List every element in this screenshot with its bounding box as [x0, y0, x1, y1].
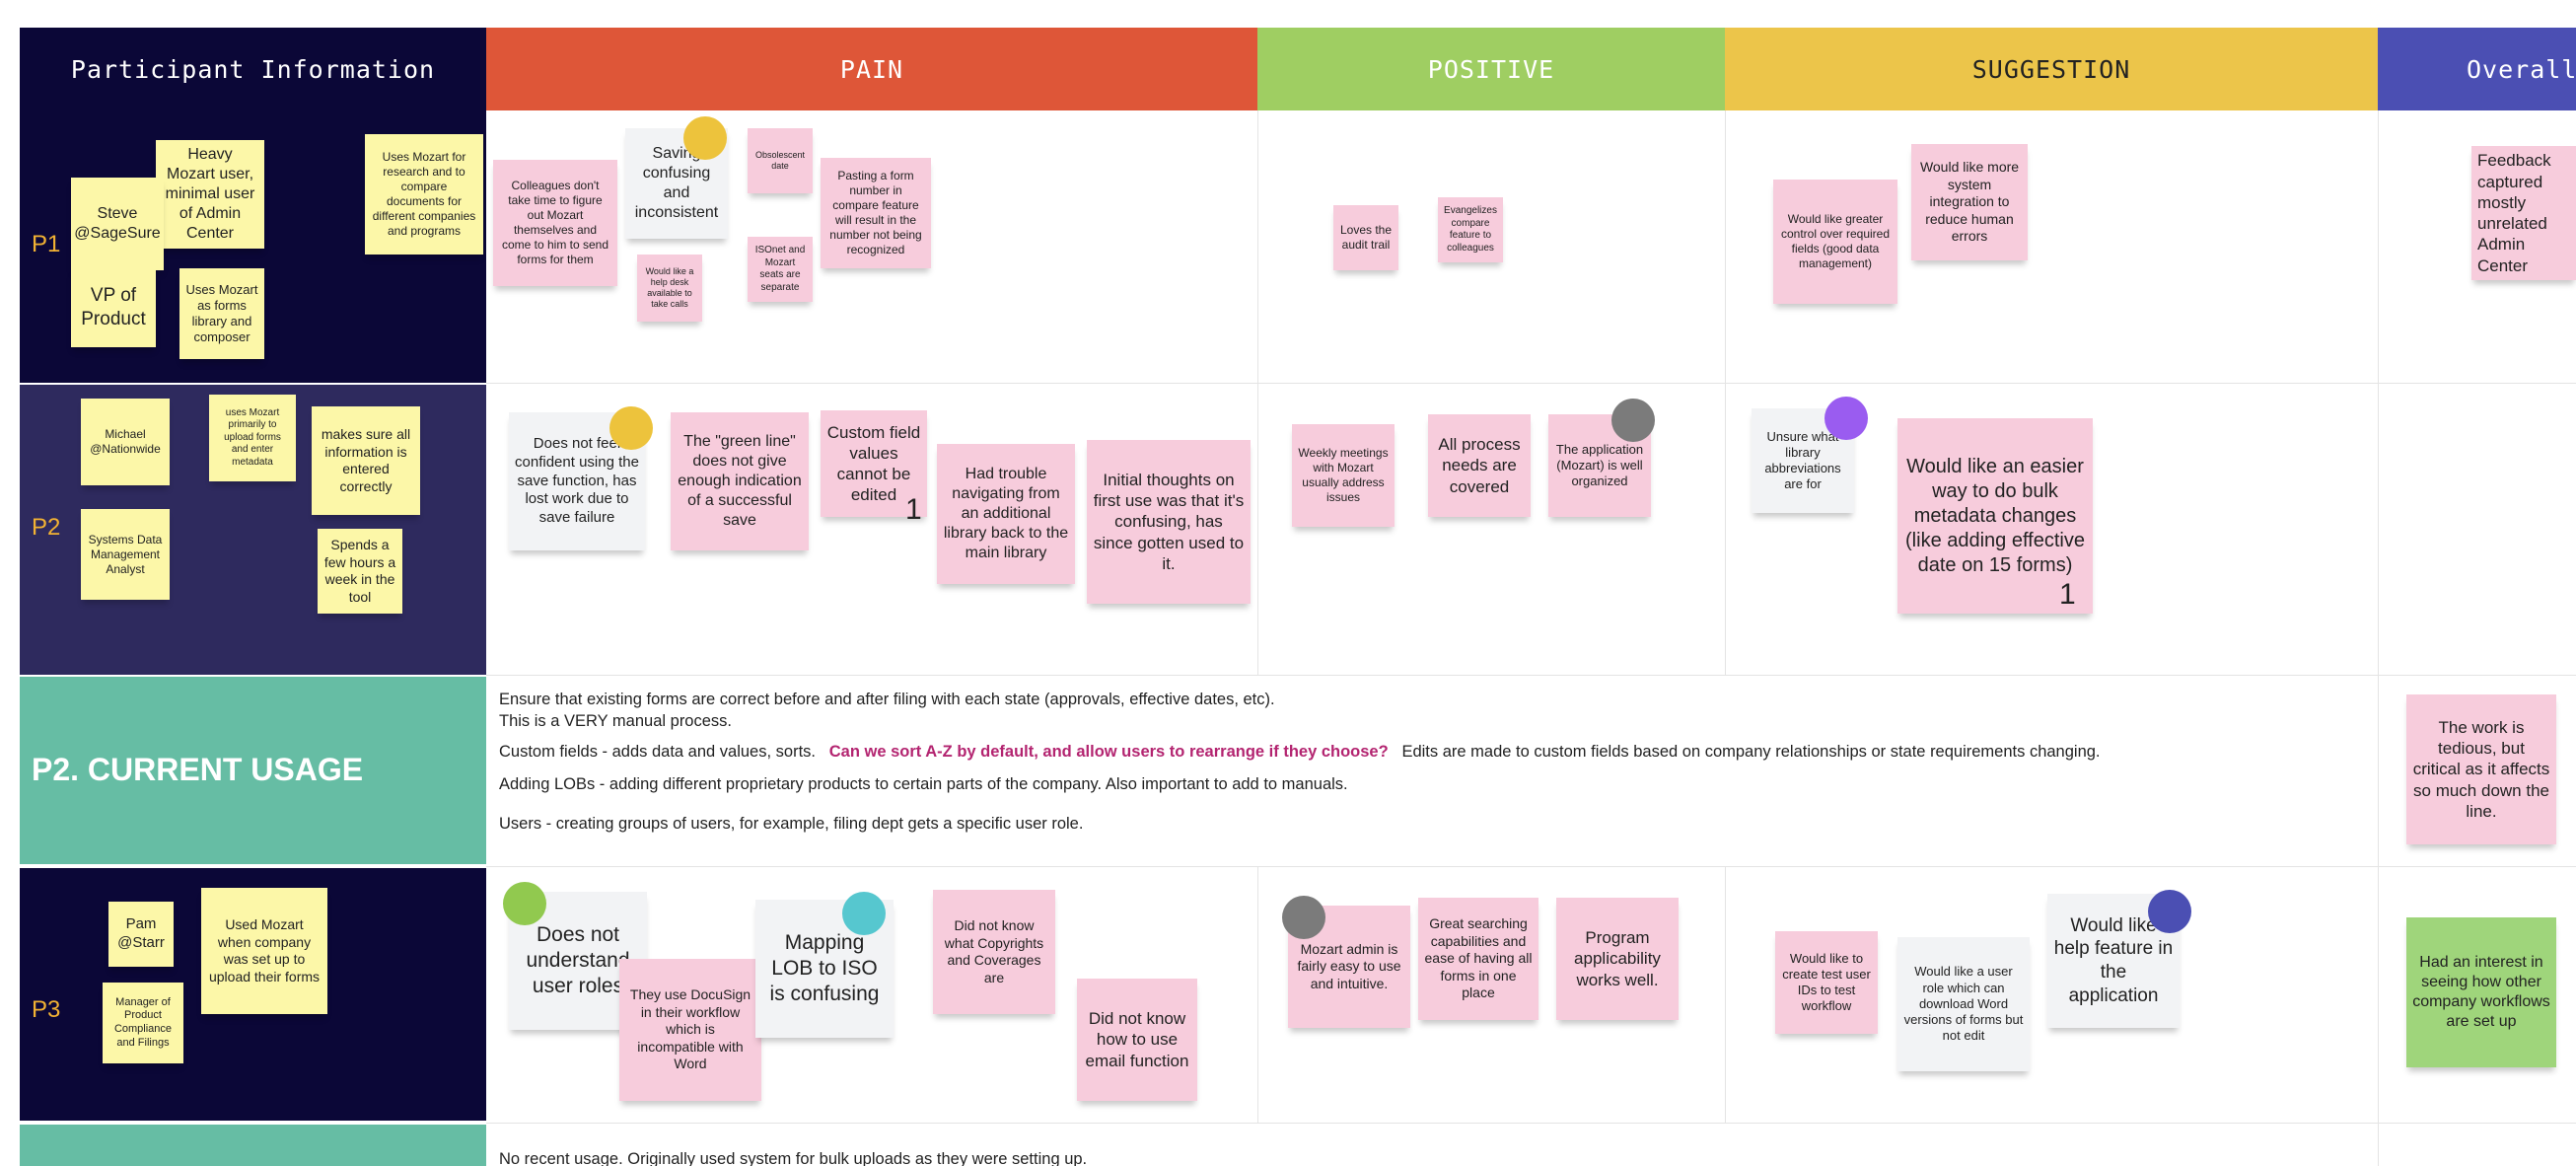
col-divider	[2378, 110, 2379, 1166]
vote-count: 1	[2059, 578, 2076, 611]
usage-highlight: Can we sort A-Z by default, and allow us…	[828, 743, 1389, 761]
sticky-note[interactable]: Colleagues don't take time to figure out…	[493, 160, 617, 286]
row-label-p1: P1	[32, 231, 61, 257]
row-label-p2: P2	[32, 514, 61, 541]
sticky-note[interactable]: makes sure all information is entered co…	[312, 406, 420, 515]
col-divider	[1257, 866, 1258, 1123]
sticky-note[interactable]: Great searching capabilities and ease of…	[1418, 898, 1538, 1020]
usage-text-line: No recent usage. Originally used system …	[499, 1150, 1088, 1166]
voting-dot[interactable]	[1611, 399, 1655, 442]
usage-text-line: This is a VERY manual process.	[499, 712, 732, 730]
usage-text-line: Adding LOBs - adding different proprieta…	[499, 775, 1348, 793]
row-divider	[486, 383, 2576, 384]
voting-dot[interactable]	[1282, 896, 1325, 939]
sticky-note[interactable]: Would like a help desk available to take…	[637, 255, 702, 322]
sticky-note[interactable]: Loves the audit trail	[1333, 205, 1398, 270]
usage-text-line: Custom fields - adds data and values, so…	[499, 741, 2101, 763]
sticky-note[interactable]: Would like greater control over required…	[1773, 180, 1897, 304]
header-suggestion: SUGGESTION	[1725, 28, 2378, 110]
sticky-note[interactable]: Initial thoughts on first use was that i…	[1087, 440, 1251, 604]
col-divider	[1257, 110, 1258, 675]
sticky-note[interactable]: Uses Mozart for research and to compare …	[365, 134, 483, 255]
sticky-note[interactable]: Would like an easier way to do bulk meta…	[1897, 418, 2093, 614]
sticky-note[interactable]: uses Mozart primarily to upload forms an…	[209, 395, 296, 481]
sticky-note[interactable]: The "green line" does not give enough in…	[671, 412, 809, 550]
voting-dot[interactable]	[2148, 890, 2191, 933]
sticky-note[interactable]: Saving confusing and inconsistent	[625, 128, 728, 239]
row-divider	[486, 866, 2576, 867]
voting-dot[interactable]	[842, 892, 886, 935]
usage-text-line: Users - creating groups of users, for ex…	[499, 815, 1084, 833]
sticky-note[interactable]: The work is tedious, but critical as it …	[2406, 694, 2556, 844]
col-divider	[1725, 110, 1726, 675]
sticky-note[interactable]: Custom field values cannot be edited	[821, 410, 927, 517]
vote-count: 1	[905, 493, 922, 526]
sticky-note[interactable]: Mozart admin is fairly easy to use and i…	[1288, 906, 1410, 1028]
sticky-note[interactable]: Feedback captured mostly unrelated Admin…	[2471, 146, 2576, 280]
usage-text: Custom fields - adds data and values, so…	[499, 743, 816, 761]
sticky-note[interactable]: Weekly meetings with Mozart usually addr…	[1292, 424, 1395, 527]
header-pain: PAIN	[486, 28, 1257, 110]
affinity-board: Participant Information PAIN POSITIVE SU…	[20, 28, 2576, 1166]
sticky-note[interactable]: Did not know how to use email function	[1077, 979, 1197, 1101]
sticky-note[interactable]: Uses Mozart as forms library and compose…	[179, 268, 264, 359]
sticky-note[interactable]: Systems Data Management Analyst	[81, 509, 170, 600]
usage-text: Edits are made to custom fields based on…	[1401, 743, 2101, 761]
sticky-note[interactable]: Pasting a form number in compare feature…	[821, 158, 931, 268]
sticky-note[interactable]: All process needs are covered	[1428, 414, 1531, 517]
sticky-note[interactable]: Does not feel confident using the save f…	[509, 412, 645, 550]
header-participant-information: Participant Information	[20, 28, 486, 110]
voting-dot[interactable]	[609, 406, 653, 450]
sticky-note[interactable]: Did not know what Copyrights and Coverag…	[933, 890, 1055, 1014]
usage-text-line: Ensure that existing forms are correct b…	[499, 691, 1275, 708]
row-divider	[486, 675, 2576, 676]
col-divider	[1725, 866, 1726, 1123]
sticky-note[interactable]: Manager of Product Compliance and Filing…	[103, 983, 183, 1063]
sticky-note[interactable]: Had trouble navigating from an additiona…	[937, 444, 1075, 584]
sticky-note[interactable]: Would like a user role which can downloa…	[1897, 937, 2030, 1071]
row-label-p3: P3	[32, 996, 61, 1023]
sticky-note[interactable]: Heavy Mozart user, minimal user of Admin…	[156, 140, 264, 249]
sticky-note[interactable]: Would like more system integration to re…	[1911, 144, 2028, 260]
sticky-note[interactable]: Michael @Nationwide	[81, 399, 170, 485]
sticky-note[interactable]: Had an interest in seeing how other comp…	[2406, 917, 2556, 1067]
sticky-note[interactable]: Pam @Starr	[108, 902, 174, 967]
header-positive: POSITIVE	[1257, 28, 1725, 110]
row-current-usage-cell	[20, 677, 486, 864]
voting-dot[interactable]	[1825, 397, 1868, 440]
sticky-note[interactable]: Obsolescent date	[748, 128, 813, 193]
sticky-note[interactable]: Used Mozart when company was set up to u…	[201, 888, 327, 1014]
row-bottom-cell	[20, 1125, 486, 1166]
voting-dot[interactable]	[503, 882, 546, 925]
sticky-note[interactable]: Evangelizes compare feature to colleague…	[1438, 197, 1503, 262]
section-title-current-usage: P2. CURRENT USAGE	[32, 752, 364, 787]
row-divider	[486, 1123, 2576, 1124]
sticky-note[interactable]: ISOnet and Mozart seats are separate	[748, 237, 813, 302]
sticky-note[interactable]: Would like to create test user IDs to te…	[1775, 931, 1878, 1034]
sticky-note[interactable]: Program applicability works well.	[1556, 898, 1679, 1020]
sticky-note[interactable]: Steve @SageSure	[71, 178, 164, 270]
header-overall: Overall	[2378, 28, 2576, 110]
sticky-note[interactable]: Spends a few hours a week in the tool	[318, 529, 402, 614]
sticky-note[interactable]: They use DocuSign in their workflow whic…	[619, 959, 761, 1101]
voting-dot[interactable]	[683, 116, 727, 160]
sticky-note[interactable]: VP of Product	[71, 268, 156, 347]
